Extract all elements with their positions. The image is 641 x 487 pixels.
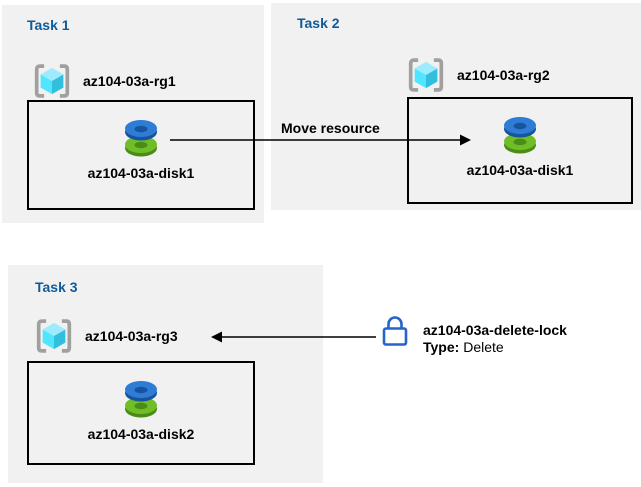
task1-panel: Task 1 az104-03a-rg1 az104-03a-disk1 bbox=[2, 5, 264, 223]
task3-panel: Task 3 az104-03a-rg3 az104-03a-disk2 bbox=[8, 265, 323, 483]
task3-disk-name: az104-03a-disk2 bbox=[87, 426, 195, 442]
task3-title: Task 3 bbox=[35, 279, 78, 295]
task1-resource-group: az104-03a-rg1 bbox=[31, 60, 176, 102]
task1-disk-name: az104-03a-disk1 bbox=[87, 165, 195, 181]
task3-resource-group: az104-03a-rg3 bbox=[33, 315, 178, 357]
task2-rg-name: az104-03a-rg2 bbox=[457, 67, 550, 83]
lock-icon bbox=[377, 313, 413, 349]
lock-text: az104-03a-delete-lock Type: Delete bbox=[423, 313, 567, 356]
task3-resource-box: az104-03a-disk2 bbox=[27, 361, 255, 465]
resource-group-icon bbox=[408, 58, 444, 92]
task2-resource-group: az104-03a-rg2 bbox=[405, 54, 550, 96]
task2-panel: Task 2 az104-03a-rg2 az104-03a-disk1 bbox=[271, 3, 641, 210]
task3-rg-name: az104-03a-rg3 bbox=[85, 328, 178, 344]
task1-resource-box: az104-03a-disk1 bbox=[27, 100, 255, 210]
task2-title: Task 2 bbox=[297, 15, 340, 31]
disk-icon bbox=[125, 381, 157, 418]
lock-name: az104-03a-delete-lock bbox=[423, 322, 567, 338]
lock-type-label: Type: bbox=[423, 339, 460, 355]
disk-icon bbox=[504, 117, 536, 154]
delete-lock-group: az104-03a-delete-lock Type: Delete bbox=[377, 313, 567, 356]
task2-disk-name: az104-03a-disk1 bbox=[466, 162, 574, 178]
lock-type-line: Type: Delete bbox=[423, 339, 567, 356]
resource-group-icon bbox=[34, 64, 70, 98]
disk-icon bbox=[125, 120, 157, 157]
task1-rg-name: az104-03a-rg1 bbox=[83, 73, 176, 89]
resource-group-icon bbox=[36, 319, 72, 353]
task2-resource-box: az104-03a-disk1 bbox=[407, 97, 633, 204]
task1-title: Task 1 bbox=[27, 17, 70, 33]
move-resource-label: Move resource bbox=[281, 120, 380, 136]
lock-type-value: Delete bbox=[463, 339, 504, 355]
